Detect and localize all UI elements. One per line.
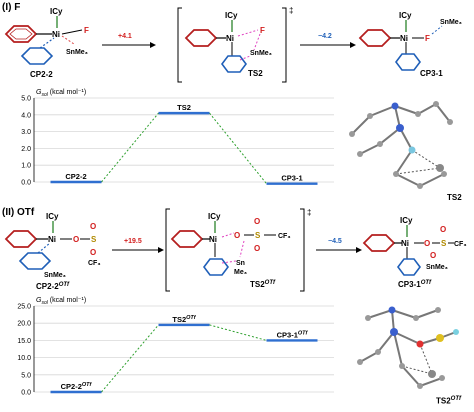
atom-ni-1: Ni [52, 30, 60, 39]
section-label-otf: (II) OTf [2, 207, 35, 218]
atom-o-4b: O [90, 222, 96, 231]
energy-profile-chart-f: Gsol (kcal mol⁻¹) 0.0 1.0 2.0 3.0 4.0 5.0CP2-2… [21, 89, 334, 187]
atom-s-6: S [441, 239, 447, 248]
atom-icy-6: ICy [400, 216, 413, 225]
connector-0-1 [209, 112, 267, 184]
atom-snme3-2: SnMe₃ [250, 50, 272, 57]
arrow-value-2: −4.2 [318, 33, 332, 40]
ts2-otf-3d-structure [357, 306, 459, 389]
molecule-cp3-1 [358, 20, 443, 71]
atom-o-4a: O [73, 235, 79, 244]
level-label-0-2: CP3-1 [281, 174, 302, 183]
atom-cf3-6: CF₃ [454, 241, 467, 248]
atom-o-6a: O [424, 239, 430, 248]
molecule-ts2 [184, 20, 261, 73]
atom-cf3-4: CF₃ [88, 260, 101, 267]
atom-ni-2: Ni [226, 34, 234, 43]
atom-s-5: S [255, 231, 261, 240]
label-ts2: TS2 [248, 69, 263, 78]
y-tick-label-1-3: 15.0 [17, 338, 31, 345]
energy-profile-chart-otf: Gsol (kcal mol⁻¹) 0.0 5.0 10.0 15.0 20.0 25.0C… [17, 297, 334, 397]
atom-icy-5: ICy [208, 212, 221, 221]
atom-s-4: S [91, 235, 97, 244]
atom-me3-5: Me₃ [234, 269, 247, 276]
section-label-f: (I) F [2, 2, 21, 13]
molecule-cp2-2 [4, 16, 83, 65]
atom-o-6b: O [440, 225, 446, 234]
ts-mark-1: ‡ [289, 6, 293, 15]
y-axis-title-0: Gsol (kcal mol⁻¹) [36, 89, 86, 98]
level-label-1-0: CP2-2OTf [61, 382, 93, 391]
label-cp3-1: CP3-1 [420, 69, 443, 78]
molecule-ts2-otf [170, 221, 276, 276]
atom-o-5a: O [234, 231, 240, 240]
atom-o-6c: O [430, 251, 436, 260]
atom-snme3-6: SnMe₃ [426, 264, 448, 271]
y-axis-title-1: Gsol (kcal mol⁻¹) [36, 297, 86, 306]
reaction-scheme-f: ICy Ni F SnMe₃ CP2-2 +4.1 ‡ ICy Ni F SnM… [4, 6, 462, 83]
label-cp2-2-otf: CP2-2OTf [36, 282, 70, 291]
y-tick-label-1-0: 0.0 [21, 390, 31, 397]
y-tick-label-0-3: 3.0 [21, 129, 31, 136]
level-label-1-1: TS2OTf [172, 315, 196, 324]
y-tick-label-0-4: 4.0 [21, 112, 31, 119]
y-tick-label-0-2: 2.0 [21, 146, 31, 153]
atom-ni-3: Ni [400, 34, 408, 43]
atom-snme3-4: SnMe₃ [44, 272, 66, 279]
arrow-value-3: +19.5 [124, 238, 142, 245]
y-tick-label-0-0: 0.0 [21, 180, 31, 187]
molecule-cp3-1-otf [362, 225, 454, 276]
atom-f-3: F [425, 34, 430, 43]
atom-sn-5: Sn [236, 260, 245, 267]
atom-ni-6: Ni [401, 239, 409, 248]
atom-f-2: F [260, 26, 265, 35]
connector-1-1 [209, 324, 267, 341]
ts-mark-2: ‡ [307, 208, 311, 217]
ts2-otf-3d-label: TS2OTf [436, 396, 462, 406]
atom-icy-1: ICy [50, 7, 63, 16]
y-tick-label-1-1: 5.0 [21, 372, 31, 379]
atom-snme3-1: SnMe₃ [66, 49, 88, 56]
arrow-value-1: +4.1 [118, 33, 132, 40]
ts2-3d-structure [349, 101, 453, 189]
atom-ni-5: Ni [209, 235, 217, 244]
arrow-value-4: −4.5 [328, 238, 342, 245]
reaction-scheme-otf: ICy Ni O S O O CF₃ SnMe₃ CP2-2OTf +19.5 … [4, 208, 467, 292]
atom-snme3-3: SnMe₃ [440, 19, 462, 26]
molecule-cp2-2-otf [4, 221, 90, 270]
y-tick-label-0-1: 1.0 [21, 163, 31, 170]
y-tick-label-1-4: 20.0 [17, 321, 31, 328]
label-cp3-1-otf: CP3-1OTf [398, 280, 432, 289]
level-label-0-0: CP2-2 [65, 172, 86, 181]
level-label-1-2: CP3-1OTf [277, 330, 309, 339]
level-label-0-1: TS2 [177, 103, 191, 112]
y-tick-label-1-5: 25.0 [17, 304, 31, 311]
connector-0-0 [101, 112, 159, 183]
connector-1-0 [101, 324, 159, 393]
atom-o-5c: O [254, 244, 260, 253]
atom-o-4c: O [90, 248, 96, 257]
ts2-3d-label: TS2 [447, 193, 462, 202]
y-tick-label-0-5: 5.0 [21, 96, 31, 103]
atom-f-1: F [84, 26, 89, 35]
atom-ni-4: Ni [48, 235, 56, 244]
atom-icy-2: ICy [225, 11, 238, 20]
atom-icy-4: ICy [46, 212, 59, 221]
atom-icy-3: ICy [399, 11, 412, 20]
atom-o-5b: O [254, 217, 260, 226]
label-cp2-2: CP2-2 [30, 70, 53, 79]
label-ts2-otf: TS2OTf [250, 280, 276, 289]
atom-cf3-5: CF₃ [278, 233, 291, 240]
y-tick-label-1-2: 10.0 [17, 355, 31, 362]
